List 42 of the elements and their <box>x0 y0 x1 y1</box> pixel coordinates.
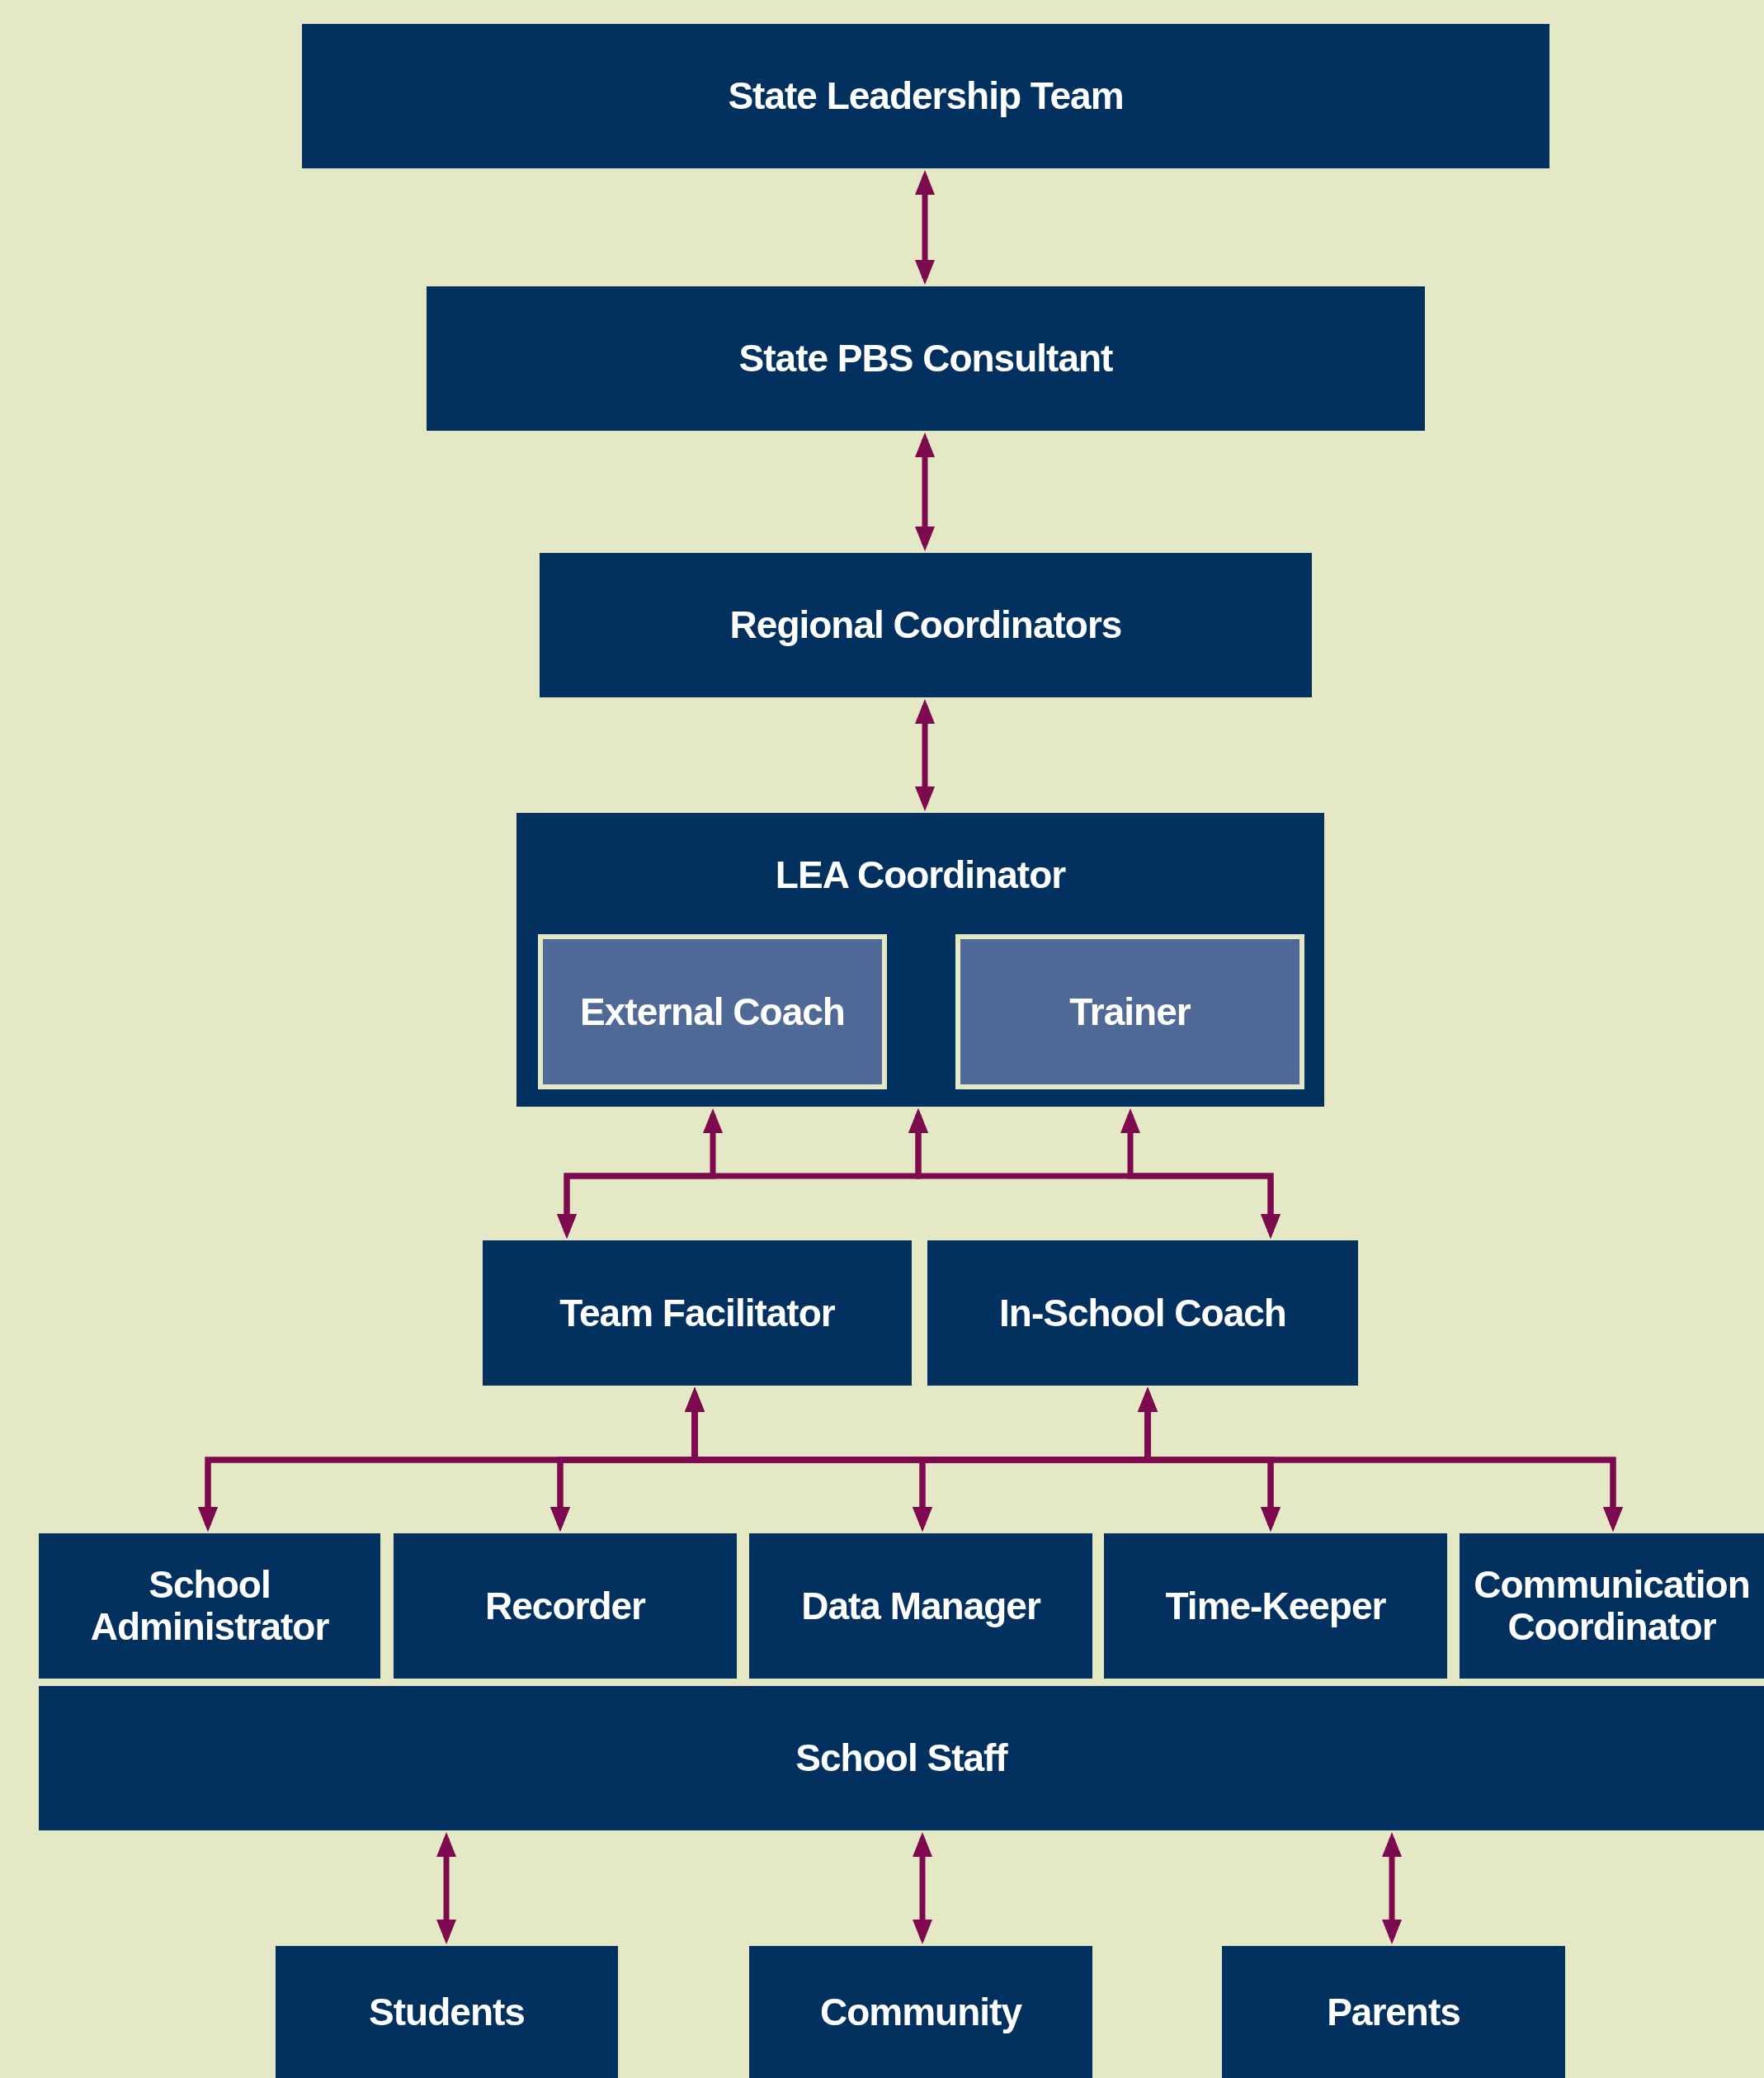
box-label: State Leadership Team <box>728 75 1124 117</box>
box-label: Students <box>369 1991 525 2033</box>
box-label: External Coach <box>580 990 845 1033</box>
arrow <box>913 1832 932 1944</box>
box-label: Communication Coordinator <box>1473 1564 1751 1648</box>
box-label: Data Manager <box>801 1584 1040 1627</box>
arrow <box>915 432 935 551</box>
org-box <box>749 1946 1092 2078</box>
box-label: Community <box>820 1991 1021 2033</box>
box-label: Regional Coordinators <box>729 604 1122 646</box>
org-box <box>39 1686 1764 1830</box>
box-label: School Administrator <box>89 1564 330 1648</box>
org-box <box>927 1240 1358 1386</box>
box-label: School Staff <box>795 1737 1007 1779</box>
org-box <box>483 1240 912 1386</box>
arrow <box>915 699 935 811</box>
arrow <box>1120 1108 1281 1239</box>
box-label: Team Facilitator <box>559 1292 835 1334</box>
arrow <box>915 170 935 285</box>
arrow <box>1382 1832 1402 1944</box>
org-box <box>427 286 1425 431</box>
org-box <box>1222 1946 1565 2078</box>
arrow <box>1138 1387 1623 1532</box>
org-box <box>276 1946 618 2078</box>
role-box <box>538 934 887 1089</box>
box-label: State PBS Consultant <box>738 338 1113 380</box>
box-label: In-School Coach <box>999 1292 1286 1334</box>
org-box <box>394 1533 737 1679</box>
org-box <box>302 24 1549 168</box>
org-box <box>749 1533 1092 1679</box>
box-label: LEA Coordinator <box>775 854 1066 896</box>
box-label: Recorder <box>485 1584 645 1627</box>
org-box <box>516 813 1324 1107</box>
role-box <box>955 934 1304 1089</box>
org-box <box>39 1533 380 1679</box>
org-box <box>1104 1533 1447 1679</box>
org-box <box>540 553 1312 697</box>
box-label: Parents <box>1327 1991 1460 2033</box>
org-box <box>1460 1533 1764 1679</box>
box-label: Trainer <box>1069 990 1191 1033</box>
box-label: Time-Keeper <box>1165 1584 1386 1627</box>
arrow <box>436 1832 456 1944</box>
